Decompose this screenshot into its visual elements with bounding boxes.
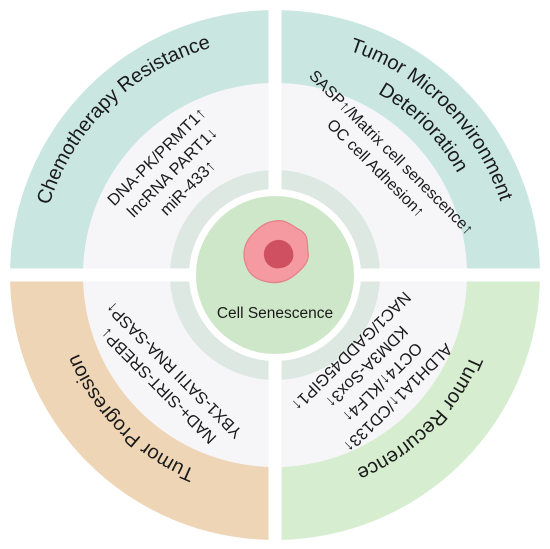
- cell-nucleus: [263, 239, 294, 269]
- senescent-cell-icon: [243, 220, 309, 284]
- center-label: Cell Senescence: [217, 305, 333, 322]
